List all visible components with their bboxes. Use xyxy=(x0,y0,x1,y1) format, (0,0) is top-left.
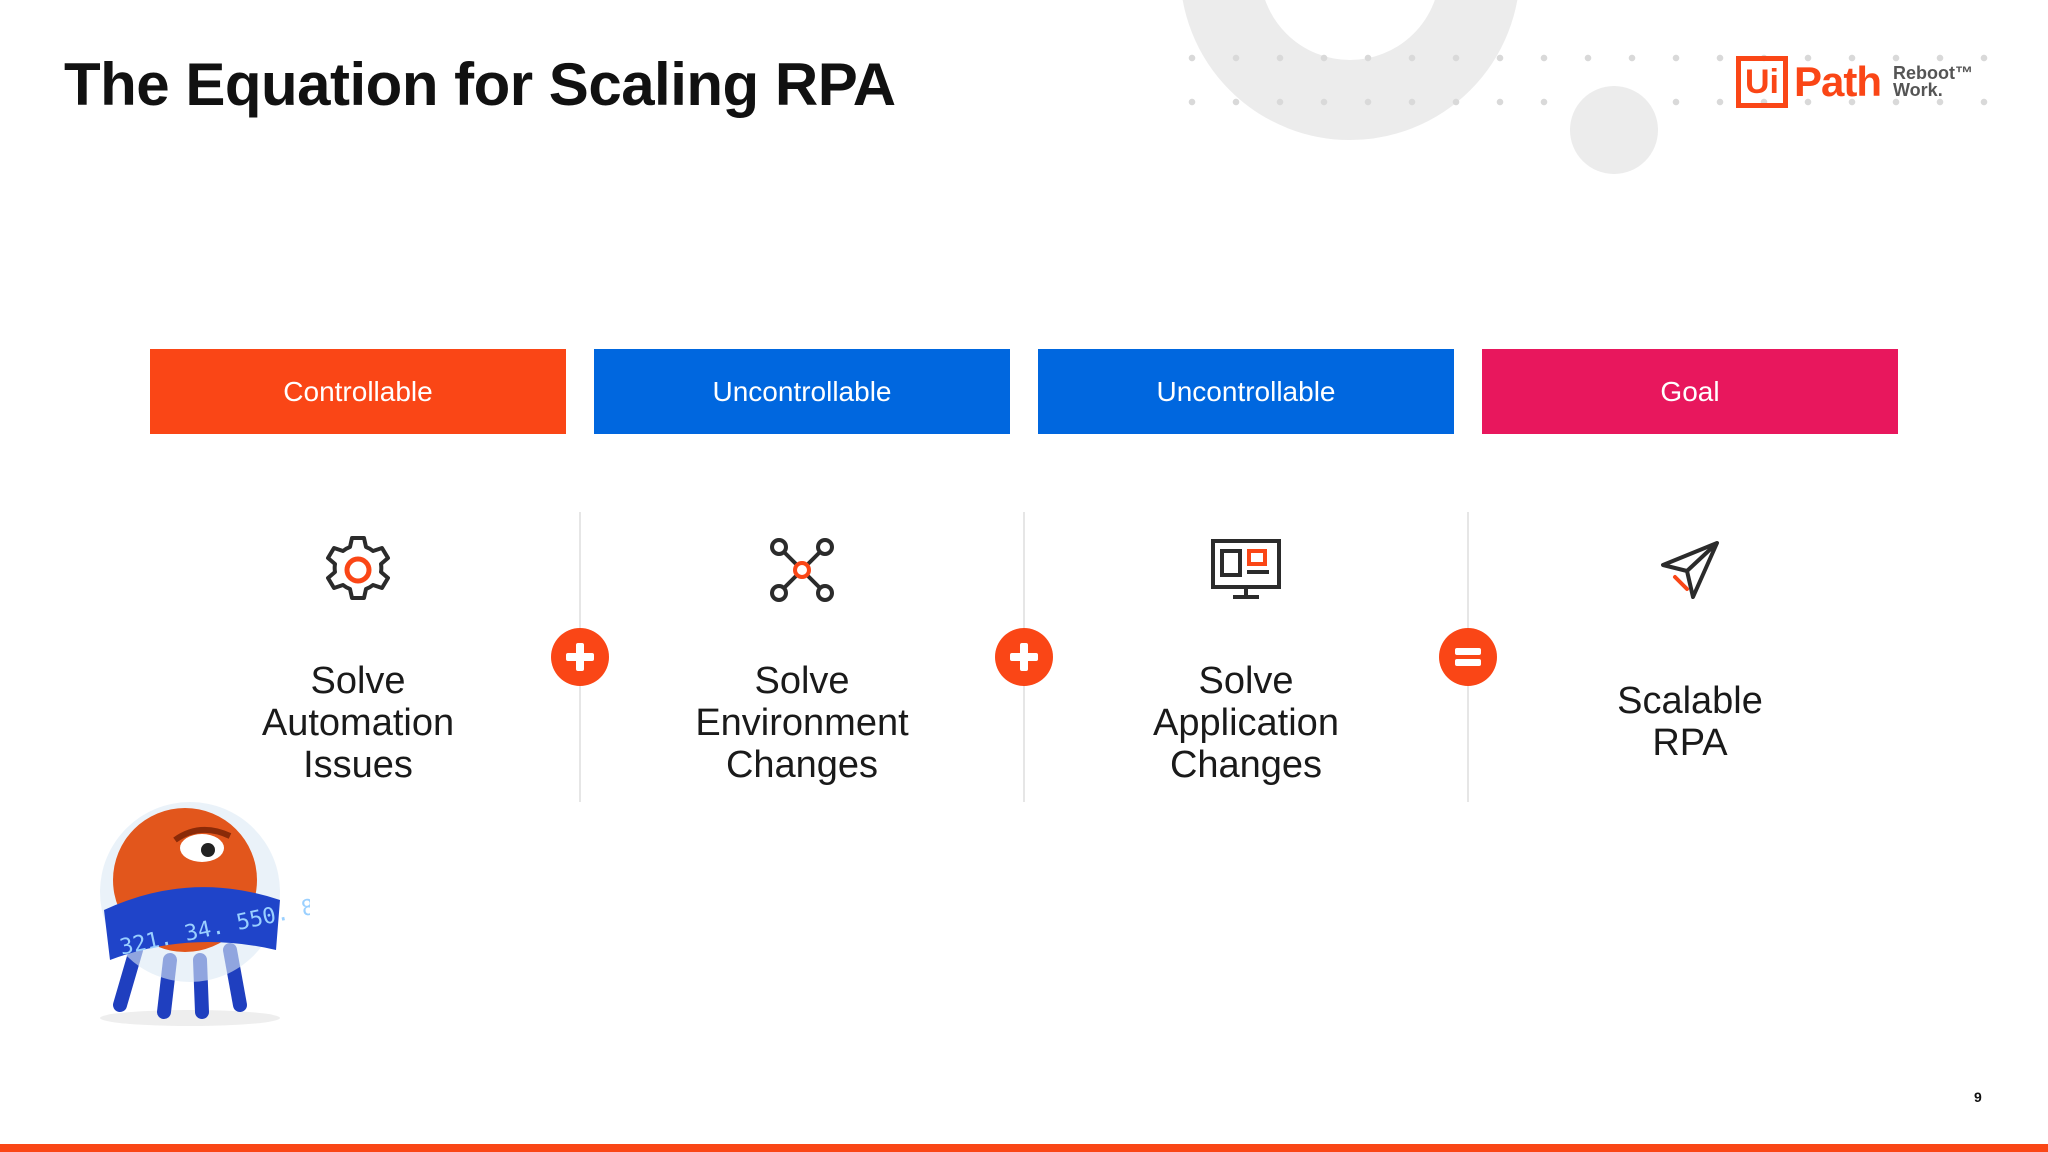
label-line: Automation xyxy=(261,702,455,744)
uipath-logo: Ui Path Reboot™ Work. xyxy=(1736,56,1973,108)
header-uncontrollable-environment: Uncontrollable xyxy=(594,349,1010,434)
network-nodes-icon xyxy=(594,520,1010,620)
label-line: Solve xyxy=(754,660,850,702)
column-label: Solve Automation Issues xyxy=(150,660,566,786)
title: The Equation for Scaling RPA xyxy=(64,51,896,118)
label-line: Solve xyxy=(1198,660,1294,702)
robot-mascot-illustration: 321. 34. 550. 89. xyxy=(90,800,343,1035)
paper-plane-icon xyxy=(1482,520,1898,620)
logo-ui-mark: Ui xyxy=(1736,56,1788,108)
label-line: Scalable xyxy=(1617,680,1763,722)
column-automation-issues: Solve Automation Issues xyxy=(150,520,566,786)
header-uncontrollable-application: Uncontrollable xyxy=(1038,349,1454,434)
header-goal: Goal xyxy=(1482,349,1898,434)
column-environment-changes: Solve Environment Changes xyxy=(594,520,1010,786)
label-line: RPA xyxy=(1652,722,1728,764)
label-line: Application xyxy=(1153,702,1339,744)
label-line: Solve xyxy=(310,660,406,702)
monitor-icon xyxy=(1038,520,1454,620)
logo-tagline-line1: Reboot™ xyxy=(1893,63,1974,83)
page-number: 9 xyxy=(1974,1089,1982,1105)
column-label: Solve Application Changes xyxy=(1038,660,1454,786)
logo-path-text: Path xyxy=(1794,58,1882,105)
logo-tagline-line2: Work. xyxy=(1893,80,1943,100)
label-line: Changes xyxy=(725,744,879,786)
column-scalable-rpa: Scalable RPA xyxy=(1482,520,1898,764)
column-application-changes: Solve Application Changes xyxy=(1038,520,1454,786)
bottom-accent-bar xyxy=(0,1144,2048,1152)
label-line: Issues xyxy=(303,744,413,786)
label-line: Environment xyxy=(695,702,909,744)
logo-tagline: Reboot™ Work. xyxy=(1893,63,1974,100)
column-label: Scalable RPA xyxy=(1482,680,1898,764)
header-controllable: Controllable xyxy=(150,349,566,434)
plus-icon xyxy=(995,628,1053,686)
label-line: Changes xyxy=(1169,744,1323,786)
decorative-circle xyxy=(1570,86,1658,174)
equals-icon xyxy=(1439,628,1497,686)
column-label: Solve Environment Changes xyxy=(594,660,1010,786)
plus-icon xyxy=(551,628,609,686)
gear-icon xyxy=(150,520,566,620)
